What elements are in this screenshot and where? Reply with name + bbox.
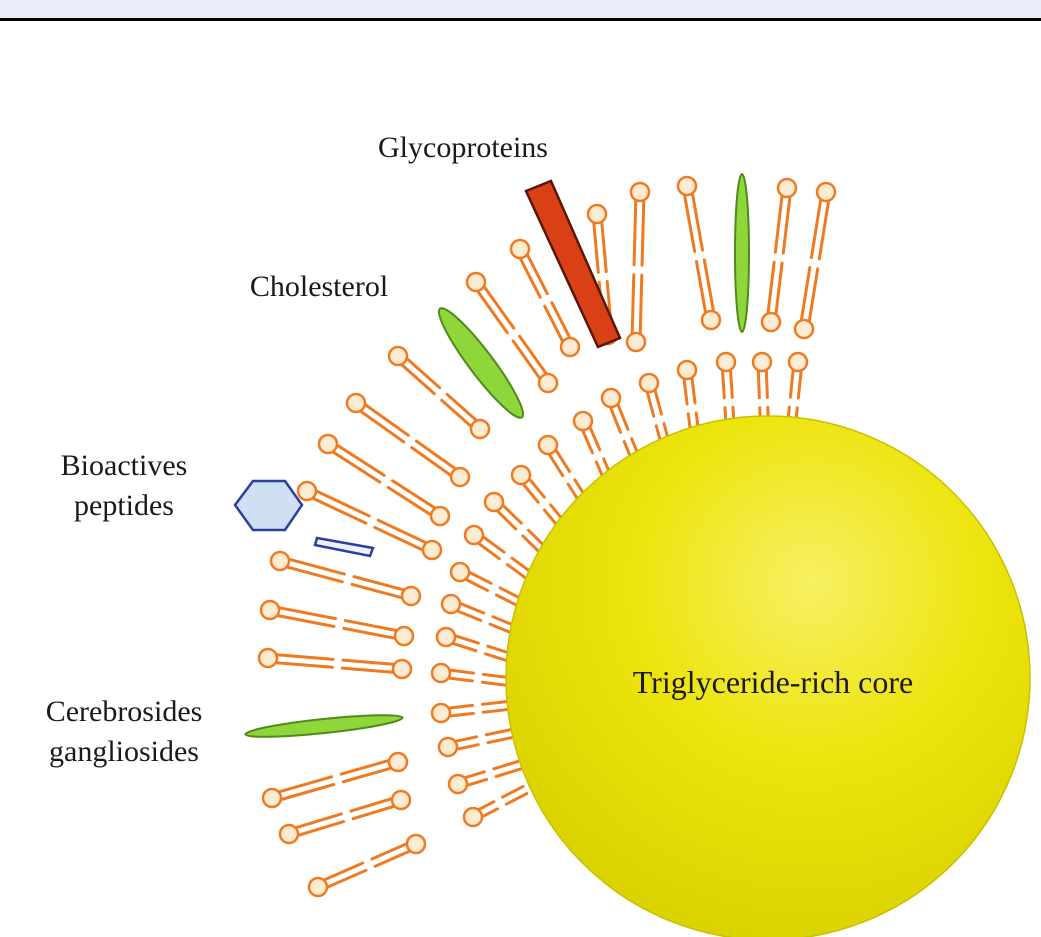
- phospholipid-molecule: [751, 351, 773, 442]
- phospholipid-molecule: [509, 238, 581, 358]
- phospholipid-molecule: [447, 759, 523, 795]
- label-core: Triglyceride-rich core: [633, 664, 913, 700]
- phospholipid-molecule: [793, 181, 837, 340]
- header-band: [0, 0, 1041, 21]
- label-bioactives-line1: Bioactives: [61, 449, 188, 482]
- phospholipid-molecule: [296, 480, 443, 561]
- phospholipid-molecule: [387, 345, 491, 440]
- phospholipid-molecule: [278, 789, 412, 845]
- phospholipid-molecule: [676, 175, 722, 331]
- triglyceride-core: [505, 415, 1031, 937]
- phospholipid-molecule: [437, 727, 517, 758]
- phospholipid-molecule: [317, 433, 451, 527]
- phospholipid-molecule: [430, 662, 515, 688]
- phospholipid-molecule: [449, 561, 529, 611]
- phospholipid-molecule: [430, 699, 514, 724]
- cerebroside-molecule: [244, 714, 404, 738]
- phospholipid-molecule: [259, 599, 415, 647]
- phospholipid-molecule: [345, 392, 471, 488]
- phospholipid-molecule: [760, 177, 798, 333]
- glycoprotein-bar: [524, 179, 622, 349]
- phospholipid-molecule: [465, 271, 559, 394]
- phospholipid-molecule: [510, 464, 571, 535]
- phospholipid-molecule: [261, 751, 409, 809]
- phospholipid-molecule: [257, 647, 413, 680]
- phospholipid-molecule: [307, 833, 427, 898]
- phospholipid-molecule: [435, 626, 518, 665]
- label-cerebrosides-line1: Cerebrosides: [46, 695, 203, 728]
- cholesterol-molecule: [437, 307, 525, 419]
- phospholipid-molecule: [269, 550, 422, 607]
- phospholipid-molecule: [462, 784, 529, 828]
- label-cholesterol: Cholesterol: [250, 270, 388, 303]
- label-glycoproteins: Glycoproteins: [378, 131, 548, 164]
- bioactive-peptide: [233, 479, 375, 558]
- phospholipid-molecule: [625, 181, 651, 353]
- label-cerebrosides-line2: gangliosides: [49, 735, 199, 768]
- label-bioactives-line2: peptides: [74, 489, 174, 522]
- cholesterol-molecule-2: [734, 173, 750, 333]
